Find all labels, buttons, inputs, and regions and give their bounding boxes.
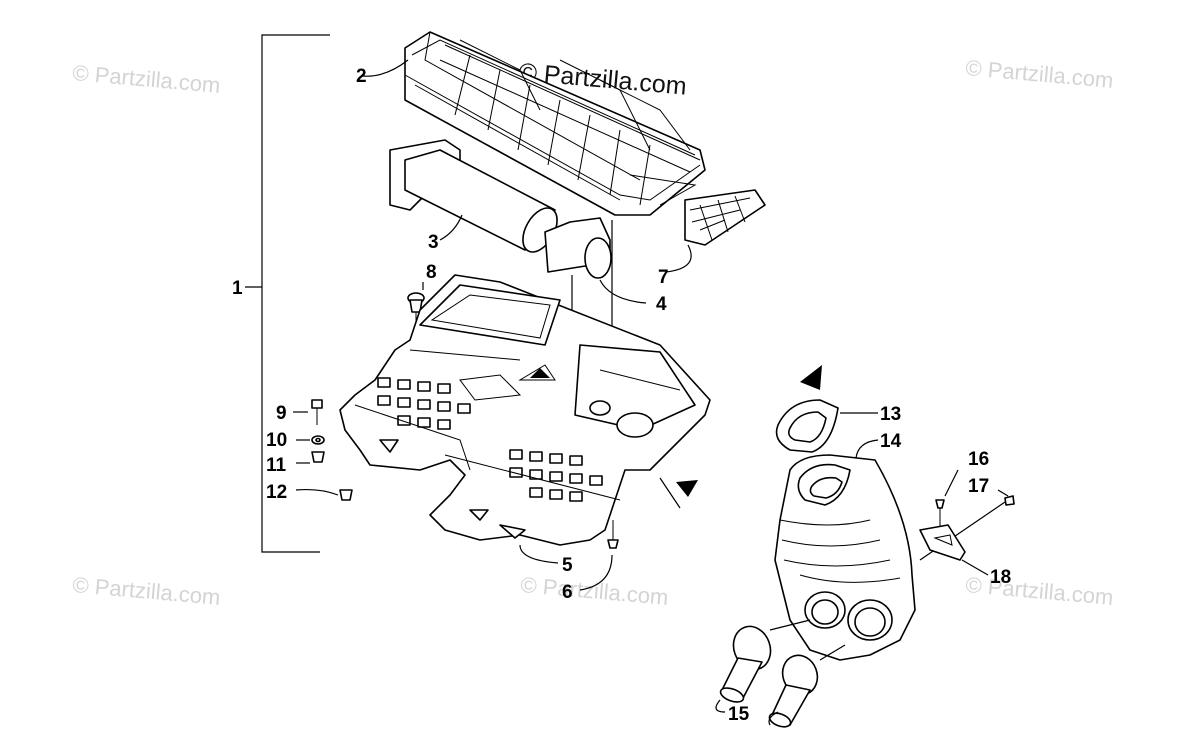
watermark-top-right: © Partzilla.com <box>965 55 1115 93</box>
plate-18 <box>919 524 966 561</box>
watermark-bottom-right: © Partzilla.com <box>965 572 1115 610</box>
callout-18: 18 <box>990 567 1011 588</box>
callout-17: 17 <box>968 476 989 497</box>
leader-15b <box>768 711 779 726</box>
callout-8: 8 <box>426 262 437 283</box>
bolt-9 <box>311 399 323 425</box>
callout-3: 3 <box>428 232 439 253</box>
filter-cylinder <box>389 139 558 253</box>
callout-1: 1 <box>232 278 243 299</box>
screw-17 <box>1004 495 1015 506</box>
airbox-base <box>339 274 711 546</box>
callout-4: 4 <box>656 294 667 315</box>
callout-2: 2 <box>356 66 367 87</box>
leader-12 <box>295 488 339 496</box>
filter-short <box>544 217 612 279</box>
clip-6 <box>607 520 619 549</box>
callout-7: 7 <box>658 267 669 288</box>
watermark-top-left: © Partzilla.com <box>72 60 222 98</box>
leader-3 <box>439 214 463 241</box>
leader-14 <box>855 439 879 459</box>
callout-6: 6 <box>562 582 573 603</box>
link-15b <box>819 644 846 661</box>
callout-9: 9 <box>276 403 287 424</box>
leader-5 <box>519 544 559 564</box>
leader-17 <box>997 489 1009 497</box>
washer-10 <box>311 435 325 445</box>
nozzle-15b <box>768 654 819 728</box>
leader-15a <box>715 699 726 713</box>
callout-11: 11 <box>266 455 287 476</box>
callout-16: 16 <box>968 449 989 470</box>
watermark-bottom-left: © Partzilla.com <box>72 572 222 610</box>
inlet-grille <box>684 189 766 246</box>
nozzle-15a <box>719 625 772 703</box>
nut-11 <box>311 451 325 463</box>
watermark-bottom-center: © Partzilla.com <box>520 572 670 610</box>
arrow-tray <box>676 480 698 497</box>
leader-2 <box>361 59 409 77</box>
callout-10: 10 <box>266 430 287 451</box>
callout-13: 13 <box>880 404 901 425</box>
leader-16 <box>944 469 959 497</box>
arrow-gasket <box>800 365 822 390</box>
leader-4 <box>599 279 647 304</box>
leader-18 <box>961 559 989 576</box>
screw-8 <box>407 292 425 345</box>
screw-16 <box>935 499 945 528</box>
fastener-12 <box>339 489 353 501</box>
airbox-top <box>404 31 706 216</box>
gasket-13 <box>775 399 839 453</box>
leader-7 <box>665 244 692 273</box>
assembly-bracket <box>261 34 330 553</box>
callout-15: 15 <box>728 704 750 725</box>
leader-arrow <box>659 477 681 509</box>
callout-12: 12 <box>266 482 287 503</box>
link-15a <box>769 619 811 631</box>
inlet-duct-14 <box>774 454 916 661</box>
callout-5: 5 <box>562 555 573 576</box>
leader-6 <box>579 554 613 591</box>
callout-14: 14 <box>880 431 902 452</box>
